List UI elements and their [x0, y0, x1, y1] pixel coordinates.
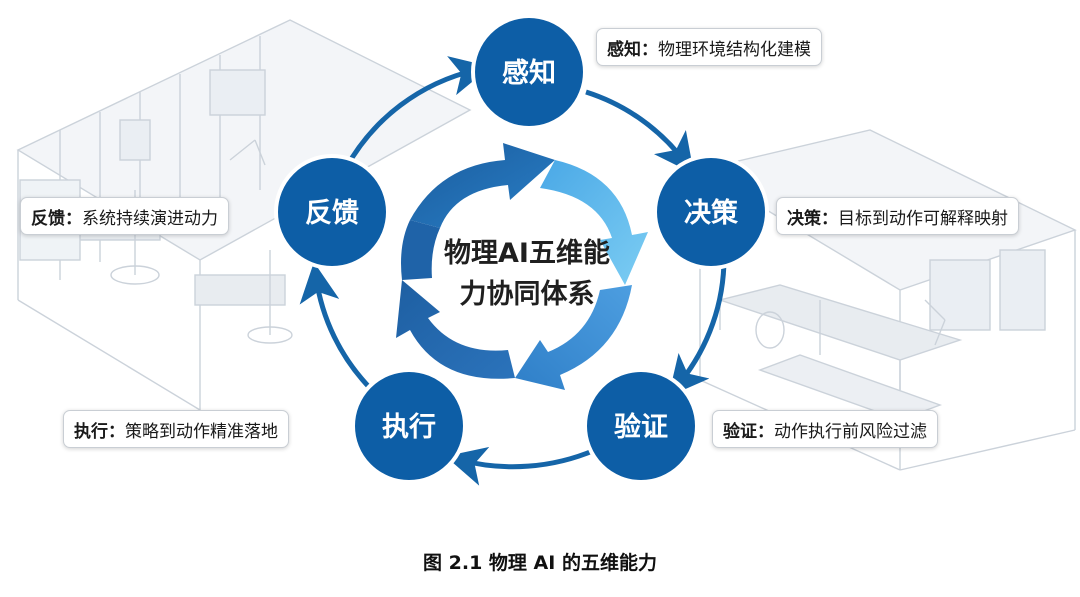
arrow-perceive-to-decide — [586, 92, 685, 162]
diagram-stage: 物理AI五维能 力协同体系 感知 决策 验证 执行 反馈 感知：物理环境结构化建… — [0, 0, 1080, 520]
desc-verify-title: 验证： — [723, 417, 774, 442]
center-title-line1: 物理AI五维能 — [444, 237, 610, 269]
desc-perceive-title: 感知： — [607, 35, 658, 60]
node-decide: 决策 — [655, 156, 767, 268]
desc-box-verify: 验证：动作执行前风险过滤 — [712, 410, 938, 448]
arrow-verify-to-execute — [460, 450, 595, 467]
node-perceive-label: 感知 — [502, 57, 556, 89]
arrow-decide-to-verify — [678, 254, 724, 385]
desc-feedback-title: 反馈： — [31, 204, 82, 229]
desc-decide-title: 决策： — [787, 204, 838, 229]
inner-arrow-left-upper — [401, 220, 440, 280]
node-execute-label: 执行 — [382, 411, 436, 443]
desc-execute-text: 策略到动作精准落地 — [125, 417, 278, 442]
desc-verify-text: 动作执行前风险过滤 — [774, 417, 927, 442]
figure-caption: 图 2.1 物理 AI 的五维能力 — [0, 548, 1080, 575]
arrow-feedback-to-perceive — [346, 70, 476, 168]
desc-feedback-text: 系统持续演进动力 — [82, 204, 218, 229]
desc-decide-text: 目标到动作可解释映射 — [838, 204, 1008, 229]
arrow-execute-to-feedback — [316, 277, 370, 388]
desc-execute-title: 执行： — [74, 417, 125, 442]
node-execute: 执行 — [353, 370, 465, 482]
node-feedback-label: 反馈 — [305, 198, 359, 229]
node-verify: 验证 — [585, 370, 697, 482]
node-feedback: 反馈 — [276, 156, 388, 268]
node-decide-label: 决策 — [684, 197, 739, 229]
node-verify-label: 验证 — [614, 411, 668, 443]
desc-box-feedback: 反馈：系统持续演进动力 — [20, 197, 229, 235]
desc-box-decide: 决策：目标到动作可解释映射 — [776, 197, 1019, 235]
desc-box-execute: 执行：策略到动作精准落地 — [63, 410, 289, 448]
desc-box-perceive: 感知：物理环境结构化建模 — [596, 28, 822, 66]
center-title-line2: 力协同体系 — [460, 279, 595, 310]
desc-perceive-text: 物理环境结构化建模 — [658, 35, 811, 60]
node-perceive: 感知 — [473, 16, 585, 128]
inner-arrow-top — [410, 143, 555, 228]
